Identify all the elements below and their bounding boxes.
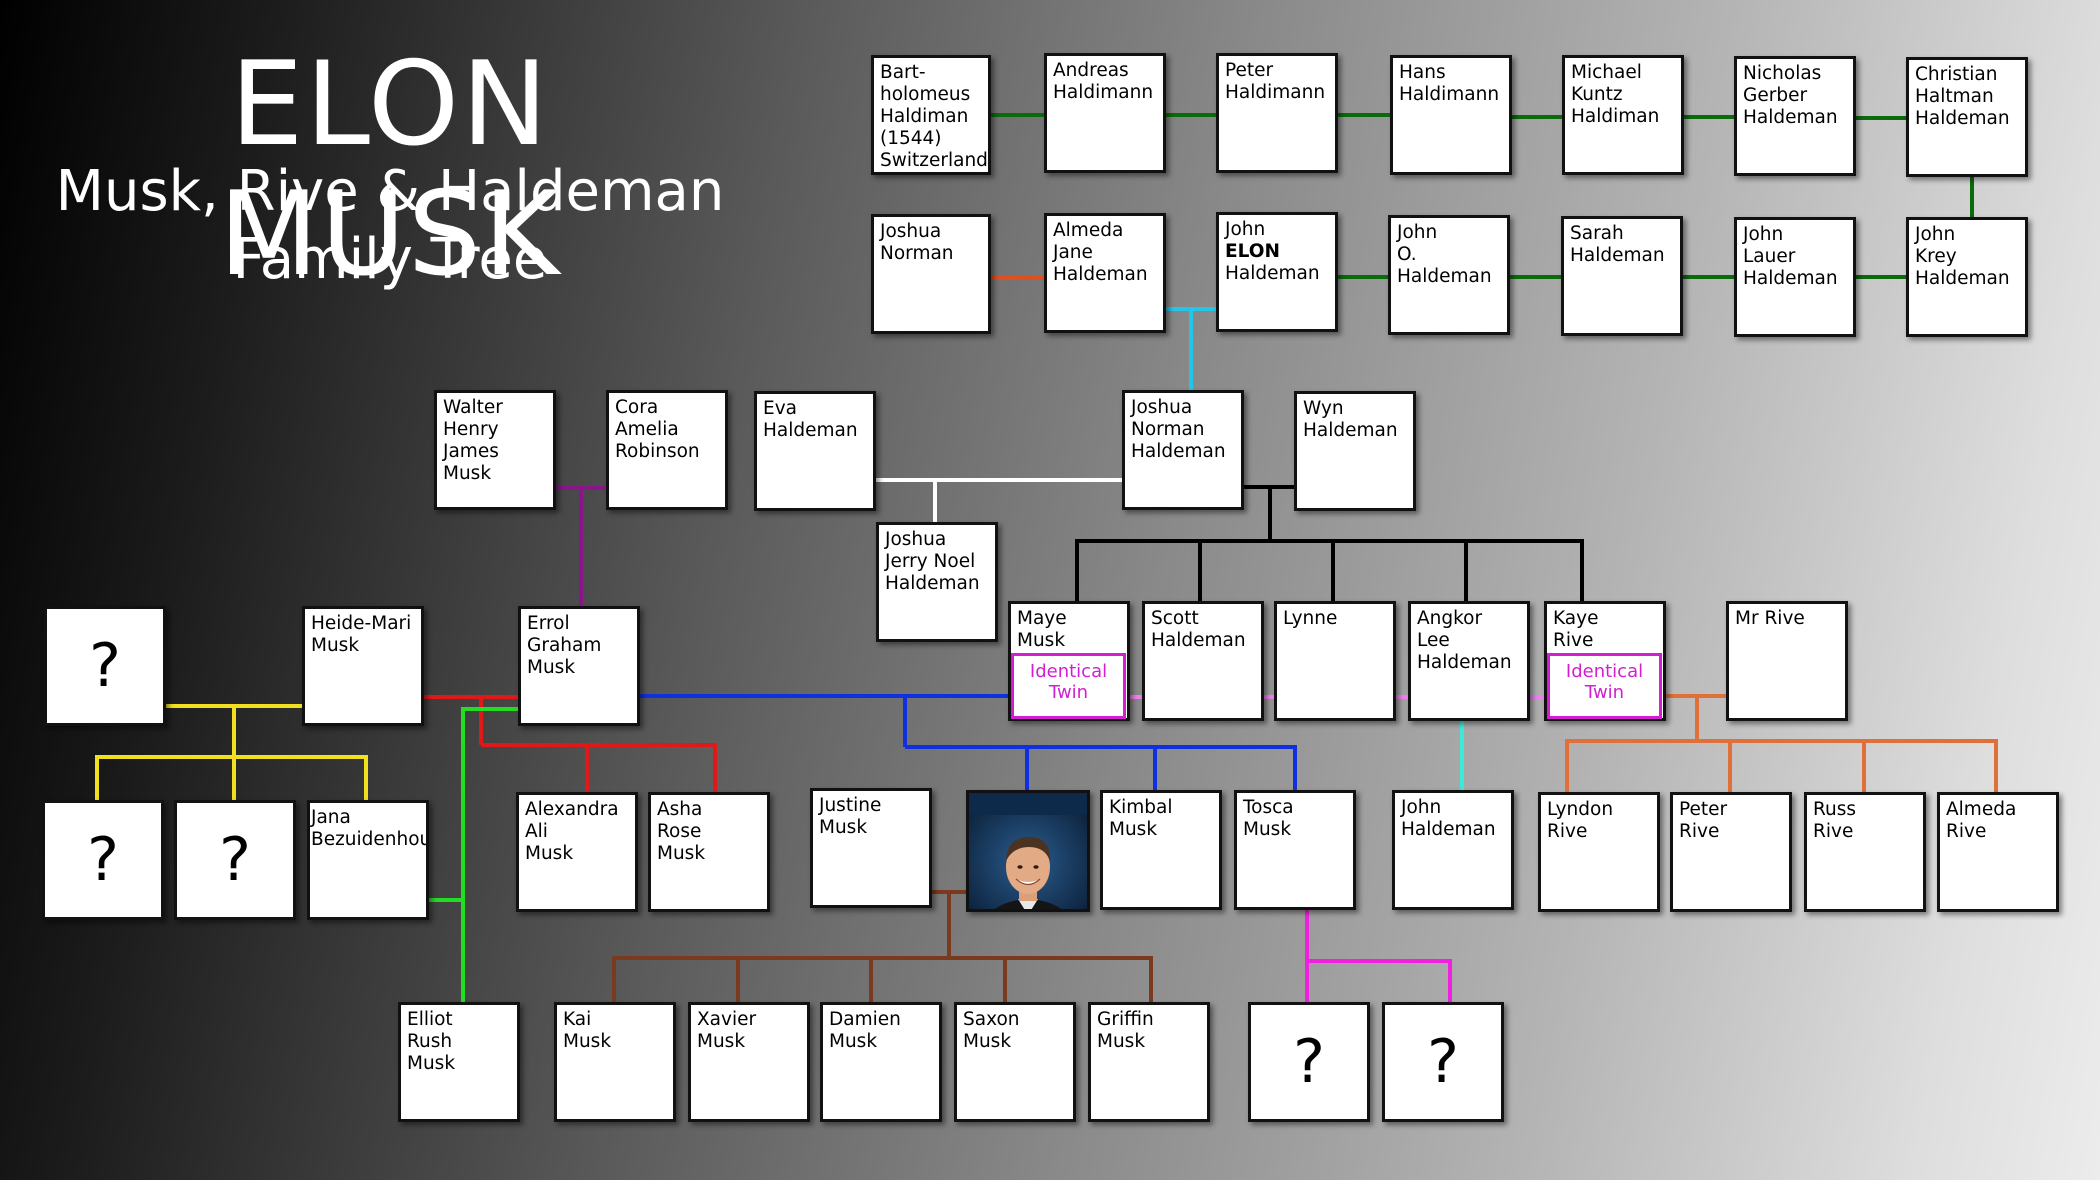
person-bartholomeus-haldiman: Bart- holomeus Haldiman (1544) Switzerla…: [871, 55, 991, 175]
person-alexandra-ali-musk: Alexandra Ali Musk: [516, 792, 638, 912]
person-sarah-haldeman: Sarah Haldeman: [1561, 216, 1683, 336]
john-elon-middle-name: ELON: [1225, 241, 1280, 262]
person-joshua-norman-haldeman: Joshua Norman Haldeman: [1122, 390, 1244, 510]
person-justine-musk: Justine Musk: [810, 788, 932, 908]
person-saxon-musk: Saxon Musk: [954, 1002, 1076, 1122]
unknown-grandchild-box-1: ?: [1248, 1002, 1370, 1122]
person-john-haldeman: John Haldeman: [1392, 790, 1514, 910]
person-joshua-norman: Joshua Norman: [871, 214, 991, 334]
identical-twin-label-kaye: Identical Twin: [1547, 653, 1662, 719]
person-eva-haldeman: Eva Haldeman: [754, 391, 876, 511]
person-andreas-haldimann: Andreas Haldimann: [1044, 53, 1166, 173]
page-title: ELON MUSK: [218, 37, 562, 302]
person-kai-musk: Kai Musk: [554, 1002, 676, 1122]
identical-twin-label-maye: Identical Twin: [1011, 653, 1126, 719]
person-peter-haldimann: Peter Haldimann: [1216, 53, 1338, 173]
page-subtitle-2: Family Tree: [232, 227, 548, 292]
person-russ-rive: Russ Rive: [1804, 792, 1926, 912]
person-scott-haldeman: Scott Haldeman: [1142, 601, 1264, 721]
john-elon-last-name: Haldeman: [1225, 263, 1320, 284]
person-walter-henry-james-musk: Walter Henry James Musk: [434, 390, 556, 510]
person-jana-bezuidenhout: Jana Bezuidenhout: [307, 800, 429, 920]
unknown-child-box-2: ?: [174, 800, 296, 920]
person-heide-mari-musk: Heide-Mari Musk: [302, 606, 424, 726]
person-joshua-jerry-noel-haldeman: Joshua Jerry Noel Haldeman: [876, 522, 998, 642]
person-kimbal-musk: Kimbal Musk: [1100, 790, 1222, 910]
person-peter-rive: Peter Rive: [1670, 792, 1792, 912]
unknown-child-box-1: ?: [42, 800, 164, 920]
person-angkor-lee-haldeman: Angkor Lee Haldeman: [1408, 601, 1530, 721]
page-subtitle: Musk, Rive & Haldeman: [55, 159, 725, 224]
elon-musk-photo: [966, 790, 1090, 912]
john-elon-first-name: John: [1225, 219, 1266, 240]
person-lynne: Lynne: [1274, 601, 1396, 721]
person-almeda-rive: Almeda Rive: [1937, 792, 2059, 912]
person-michael-kuntz-haldiman: Michael Kuntz Haldiman: [1562, 55, 1684, 175]
person-john-o-haldeman: John O. Haldeman: [1388, 215, 1510, 335]
person-hans-haldimann: Hans Haldimann: [1390, 55, 1512, 175]
person-christian-haltman-haldeman: Christian Haltman Haldeman: [1906, 57, 2028, 177]
person-elliot-rush-musk: Elliot Rush Musk: [398, 1002, 520, 1122]
person-tosca-musk: Tosca Musk: [1234, 790, 1356, 910]
person-cora-amelia-robinson: Cora Amelia Robinson: [606, 390, 728, 510]
person-griffin-musk: Griffin Musk: [1088, 1002, 1210, 1122]
person-john-krey-haldeman: John Krey Haldeman: [1906, 217, 2028, 337]
unknown-parent-box: ?: [44, 606, 166, 726]
person-almeda-jane-haldeman: Almeda Jane Haldeman: [1044, 213, 1166, 333]
person-nicholas-gerber-haldeman: Nicholas Gerber Haldeman: [1734, 56, 1856, 176]
elon-portrait-image: [969, 815, 1087, 909]
person-errol-graham-musk: Errol Graham Musk: [518, 606, 640, 726]
person-lyndon-rive: Lyndon Rive: [1538, 792, 1660, 912]
person-john-lauer-haldeman: John Lauer Haldeman: [1734, 217, 1856, 337]
errol-jana-link: [461, 707, 518, 1002]
person-xavier-musk: Xavier Musk: [688, 1002, 810, 1122]
person-wyn-haldeman: Wyn Haldeman: [1294, 391, 1416, 511]
unknown-grandchild-box-2: ?: [1382, 1002, 1504, 1122]
person-damien-musk: Damien Musk: [820, 1002, 942, 1122]
person-asha-rose-musk: Asha Rose Musk: [648, 792, 770, 912]
person-mr-rive: Mr Rive: [1726, 601, 1848, 721]
